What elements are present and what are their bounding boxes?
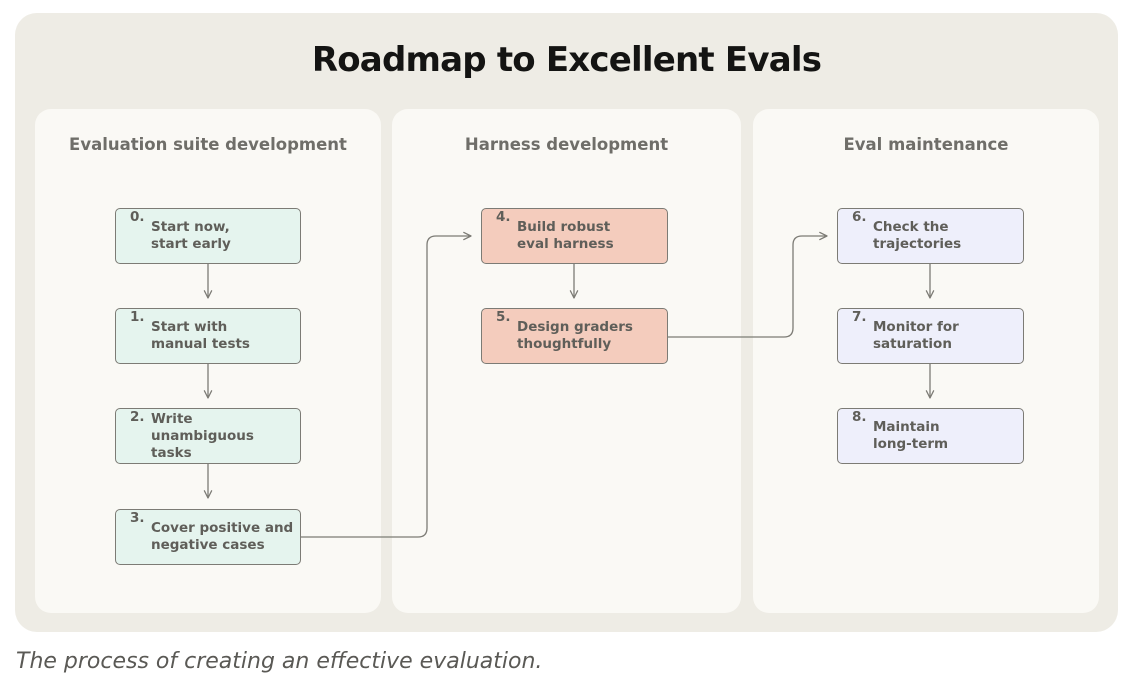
step-number: 8. bbox=[852, 409, 867, 425]
panel-title-harness-development: Harness development bbox=[464, 135, 669, 154]
step-4-eval-harness: 4. Build robust eval harness bbox=[481, 208, 668, 264]
step-label: Build robust eval harness bbox=[517, 219, 614, 252]
step-label: Write unambiguous tasks bbox=[151, 410, 254, 461]
step-8-maintain-long-term: 8. Maintain long-term bbox=[837, 408, 1024, 464]
step-3-positive-negative-cases: 3. Cover positive and negative cases bbox=[115, 509, 301, 565]
step-label: Start now, start early bbox=[151, 219, 231, 252]
diagram-title: Roadmap to Excellent Evals bbox=[311, 40, 822, 80]
step-number: 7. bbox=[852, 309, 867, 325]
step-number: 4. bbox=[496, 209, 511, 225]
step-label: Check the trajectories bbox=[873, 219, 962, 252]
step-0-start-now: 0. Start now, start early bbox=[115, 208, 301, 264]
step-label: Maintain long-term bbox=[873, 419, 949, 452]
step-label: Cover positive and negative cases bbox=[151, 520, 294, 553]
panel-title-eval-maintenance: Eval maintenance bbox=[843, 135, 1009, 154]
step-7-monitor-saturation: 7. Monitor for saturation bbox=[837, 308, 1024, 364]
step-5-design-graders: 5. Design graders thoughtfully bbox=[481, 308, 668, 364]
step-number: 6. bbox=[852, 209, 867, 225]
step-number: 2. bbox=[130, 409, 145, 425]
step-number: 0. bbox=[130, 209, 145, 225]
step-label: Monitor for saturation bbox=[873, 319, 959, 352]
step-2-unambiguous-tasks: 2. Write unambiguous tasks bbox=[115, 408, 301, 464]
step-label: Start with manual tests bbox=[151, 319, 250, 352]
step-number: 3. bbox=[130, 510, 145, 526]
figure-caption: The process of creating an effective eva… bbox=[16, 649, 543, 674]
step-label: Design graders thoughtfully bbox=[517, 319, 633, 352]
step-1-manual-tests: 1. Start with manual tests bbox=[115, 308, 301, 364]
step-6-check-trajectories: 6. Check the trajectories bbox=[837, 208, 1024, 264]
step-number: 5. bbox=[496, 309, 511, 325]
step-number: 1. bbox=[130, 309, 145, 325]
panel-title-evaluation-suite-development: Evaluation suite development bbox=[69, 135, 347, 154]
